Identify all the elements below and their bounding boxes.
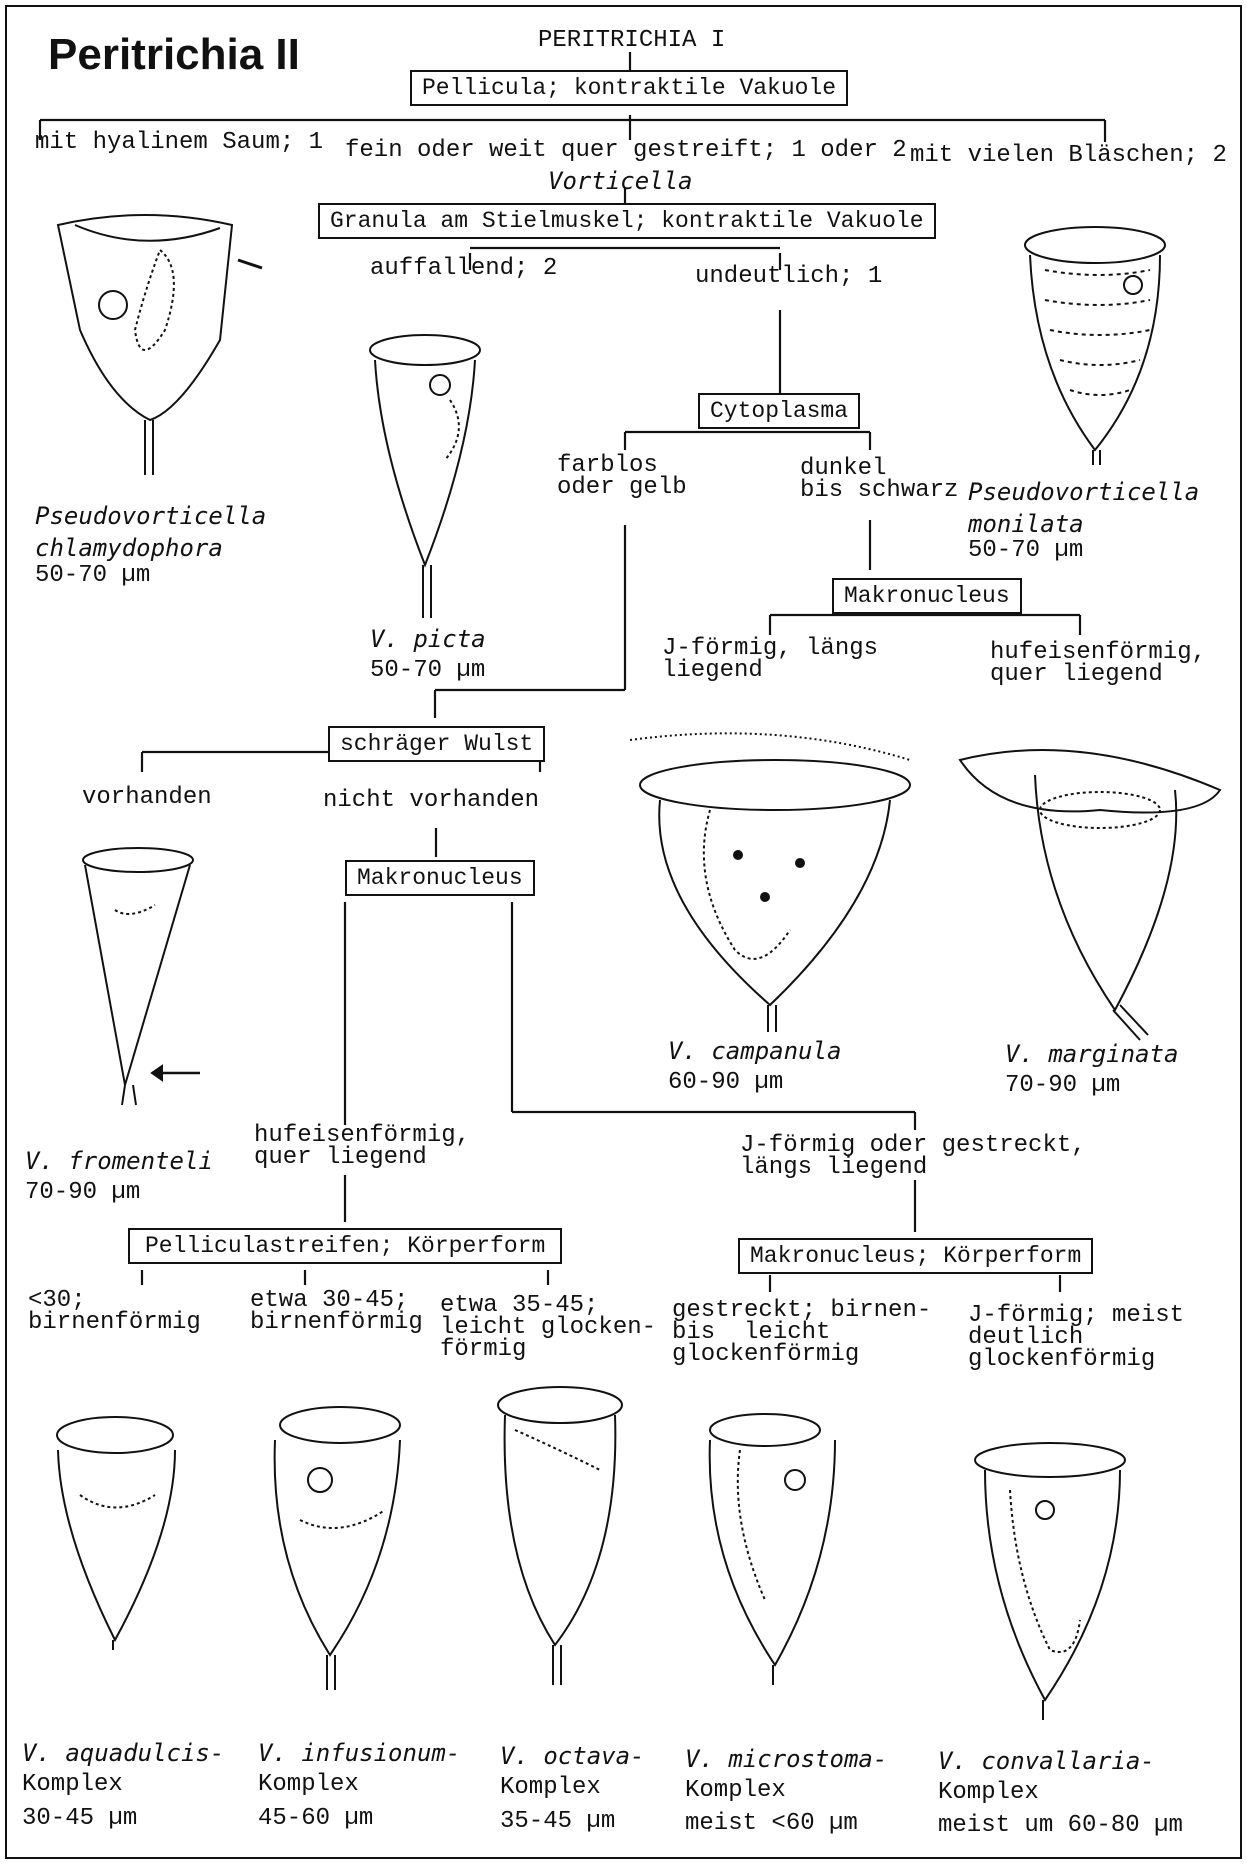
- species-size-chlamydophora: 50-70 µm: [35, 565, 150, 587]
- species-suffix-microstoma: Komplex: [685, 1780, 786, 1802]
- page-title: Peritrichia II: [48, 30, 300, 80]
- branch-hufeisen-quer-2: hufeisenförmig, quer liegend: [254, 1125, 470, 1169]
- organism-drawing: [57, 1417, 175, 1650]
- organism-drawing: [1025, 227, 1165, 465]
- species-name-microstoma: V. microstoma-: [685, 1748, 887, 1770]
- organism-drawing: [58, 215, 262, 475]
- species-name-chlamydophora: Pseudovorticella chlamydophora: [35, 500, 266, 564]
- species-suffix-infusionum: Komplex: [258, 1774, 359, 1796]
- branch-undeutlich: undeutlich; 1: [695, 266, 882, 288]
- branch-farblos: farblos oder gelb: [557, 455, 687, 499]
- key-node-wulst: schräger Wulst: [328, 726, 545, 762]
- branch-hufeisen-quer: hufeisenförmig, quer liegend: [990, 642, 1206, 686]
- key-node-makronucleus-right: Makronucleus: [832, 578, 1022, 614]
- species-name-aquadulcis: V. aquadulcis-: [22, 1742, 224, 1764]
- key-node-pellicula: Pellicula; kontraktile Vakuole: [410, 70, 848, 106]
- organism-drawing: [83, 848, 200, 1105]
- species-size-monilata: 50-70 µm: [968, 540, 1083, 562]
- branch-dunkel: dunkel bis schwarz: [800, 458, 958, 502]
- branch-blaeschen: mit vielen Bläschen; 2: [910, 145, 1227, 167]
- species-name-campanula: V. campanula: [668, 1040, 841, 1062]
- branch-nicht-vorhanden: nicht vorhanden: [323, 790, 539, 812]
- branch-j-meist: J-förmig; meist deutlich glockenförmig: [968, 1305, 1184, 1371]
- species-name-picta: V. picta: [370, 628, 486, 650]
- organism-drawing: [275, 1407, 400, 1690]
- key-node-pelliculastreifen: Pelliculastreifen; Körperform: [128, 1228, 562, 1264]
- branch-gestreift: fein oder weit quer gestreift; 1 oder 2: [345, 140, 907, 162]
- organism-drawing: [630, 733, 910, 1032]
- organism-drawing: [370, 335, 480, 618]
- key-node-granula: Granula am Stielmuskel; kontraktile Vaku…: [318, 203, 936, 239]
- key-node-makronucleus-mid: Makronucleus: [345, 860, 535, 896]
- species-size-octava: 35-45 µm: [500, 1811, 615, 1833]
- branch-vorhanden: vorhanden: [82, 787, 212, 809]
- organism-drawing: [710, 1414, 835, 1685]
- species-suffix-octava: Komplex: [500, 1777, 601, 1799]
- organism-drawing: [960, 750, 1220, 1040]
- species-size-picta: 50-70 µm: [370, 660, 485, 682]
- species-size-marginata: 70-90 µm: [1005, 1075, 1120, 1097]
- species-size-aquadulcis: 30-45 µm: [22, 1808, 137, 1830]
- species-size-convallaria: meist um 60-80 µm: [938, 1815, 1183, 1837]
- species-name-octava: V. octava-: [500, 1745, 645, 1767]
- species-suffix-aquadulcis: Komplex: [22, 1774, 123, 1796]
- species-size-fromenteli: 70-90 µm: [25, 1182, 140, 1204]
- branch-hyalin: mit hyalinem Saum; 1: [35, 132, 323, 154]
- branch-etwa30: etwa 30-45; birnenförmig: [250, 1290, 423, 1334]
- branch-etwa35: etwa 35-45; leicht glocken- förmig: [440, 1295, 656, 1361]
- species-name-monilata: Pseudovorticella monilata: [968, 476, 1199, 540]
- branch-vorticella-label: Vorticella: [548, 170, 693, 192]
- species-name-marginata: V. marginata: [1005, 1043, 1178, 1065]
- branch-auffallend: auffallend; 2: [370, 258, 557, 280]
- species-size-infusionum: 45-60 µm: [258, 1808, 373, 1830]
- species-size-campanula: 60-90 µm: [668, 1072, 783, 1094]
- key-node-makronucleus-koerperform: Makronucleus; Körperform: [738, 1238, 1093, 1274]
- branch-gestreckt-birnen: gestreckt; birnen- bis leicht glockenför…: [672, 1300, 931, 1366]
- species-name-infusionum: V. infusionum-: [258, 1742, 460, 1764]
- organism-drawing: [498, 1387, 622, 1685]
- key-top-node: PERITRICHIA I: [538, 30, 725, 52]
- species-name-convallaria: V. convallaria-: [938, 1750, 1155, 1772]
- organism-drawing: [975, 1443, 1125, 1720]
- branch-lt30: <30; birnenförmig: [28, 1290, 201, 1334]
- branch-j-gestreckt: J-förmig oder gestreckt, längs liegend: [740, 1135, 1086, 1179]
- branch-j-laengs: J-förmig, längs liegend: [662, 638, 878, 682]
- species-suffix-convallaria: Komplex: [938, 1782, 1039, 1804]
- key-node-cytoplasma: Cytoplasma: [698, 393, 860, 429]
- species-name-fromenteli: V. fromenteli: [25, 1150, 213, 1172]
- species-size-microstoma: meist <60 µm: [685, 1813, 858, 1835]
